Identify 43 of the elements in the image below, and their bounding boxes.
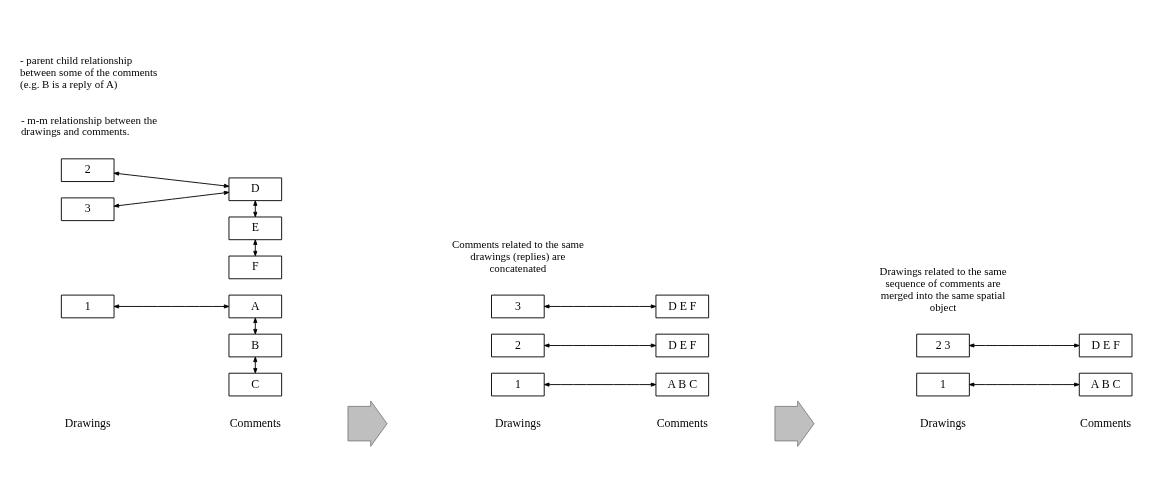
node-box: F xyxy=(228,255,283,280)
label: Drawings related to the same sequence of comments are merged into the same spatial object xyxy=(879,265,1007,313)
arrow xyxy=(253,200,258,218)
label: Comments xyxy=(656,415,708,430)
arrow xyxy=(253,239,258,257)
node-box: D xyxy=(228,177,283,202)
node-box: C xyxy=(228,372,283,397)
arrow xyxy=(113,190,230,208)
node-arrow xyxy=(774,400,815,447)
node-box: 1 xyxy=(60,294,115,319)
node-box: D E F xyxy=(655,333,710,358)
arrow xyxy=(544,304,657,309)
node-box: A xyxy=(228,294,283,319)
node-box: 1 xyxy=(491,372,545,397)
arrow xyxy=(113,304,230,309)
node-box: A B C xyxy=(655,372,710,397)
node-box: D E F xyxy=(655,294,710,319)
node-box: E xyxy=(228,216,283,241)
label: Drawings xyxy=(64,415,111,430)
node-box: 2 xyxy=(60,158,115,182)
label: Drawings xyxy=(494,415,541,430)
node-box: 3 xyxy=(60,197,115,222)
label: - parent child relationship between some of the comments (e.g. B is a reply of A) xyxy=(20,53,158,90)
arrow xyxy=(968,382,1080,387)
label: Comments related to the same drawings (replies) are concatenated xyxy=(451,238,584,275)
arrow xyxy=(253,356,258,374)
node-box: 1 xyxy=(916,372,970,397)
node-box: D E F xyxy=(1078,333,1133,358)
node-arrow xyxy=(347,400,388,447)
node-box: B xyxy=(228,333,283,358)
arrow xyxy=(544,343,657,348)
label: Comments xyxy=(1080,415,1132,430)
arrow xyxy=(253,317,258,335)
node-box: 2 3 xyxy=(916,333,970,358)
node-box: A B C xyxy=(1078,372,1133,397)
node-box: 3 xyxy=(491,294,545,319)
node-box: 2 xyxy=(491,333,545,358)
arrow xyxy=(113,171,230,188)
label: - m-m relationship between the drawings and comments. xyxy=(20,113,158,138)
label: Comments xyxy=(229,415,281,430)
arrow xyxy=(968,343,1080,348)
label: Drawings xyxy=(920,415,966,430)
arrow xyxy=(544,382,657,387)
